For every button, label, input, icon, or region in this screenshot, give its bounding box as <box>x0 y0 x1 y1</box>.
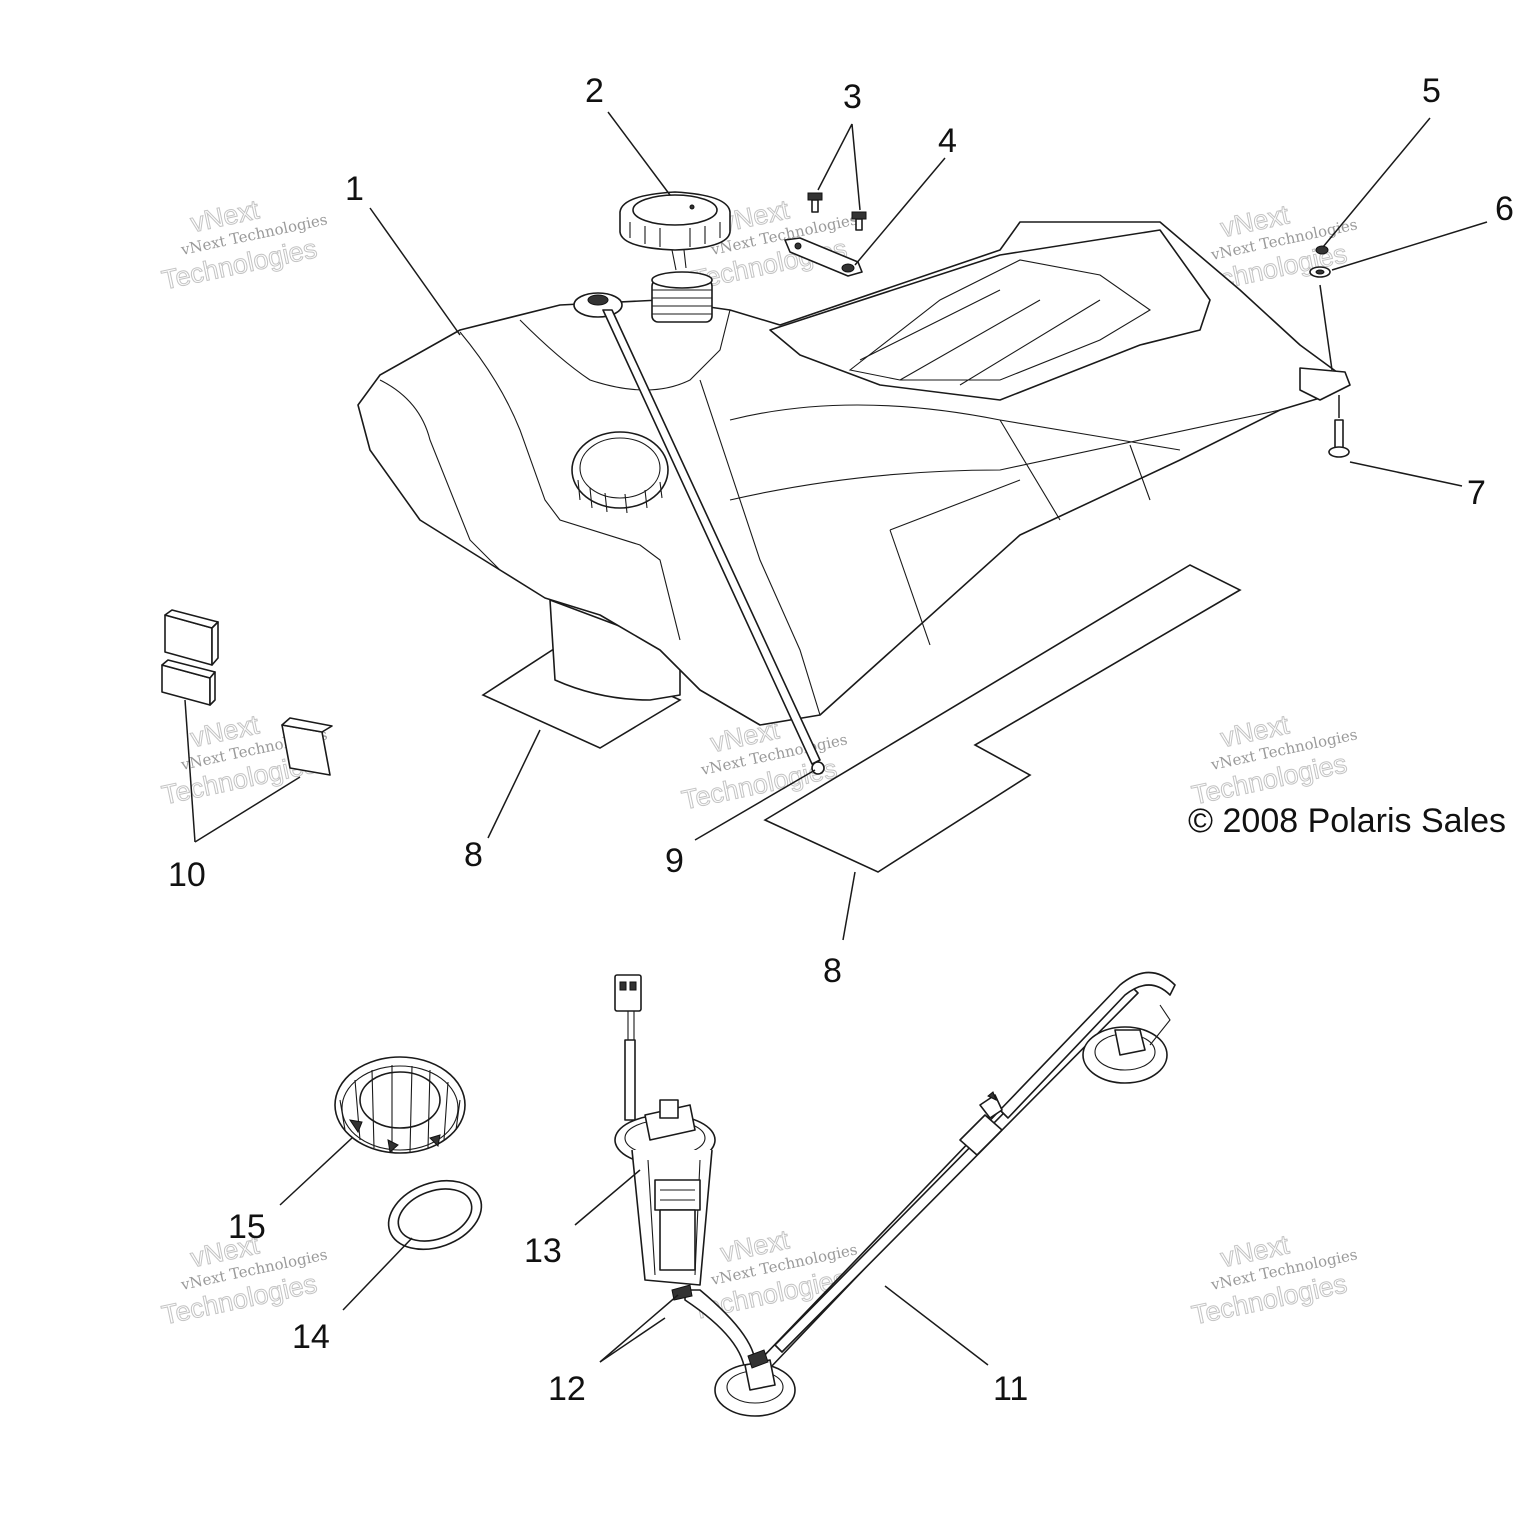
leader-6 <box>1331 221 1488 271</box>
return-flange <box>1082 1004 1171 1084</box>
tank-seat-tray <box>769 229 1211 401</box>
leader-lines <box>184 111 1488 1366</box>
vent-hose <box>602 309 821 765</box>
leader-8b <box>842 871 856 941</box>
leader-1 <box>369 207 461 336</box>
tank-contour <box>889 479 1021 646</box>
tank-pad-large <box>763 564 1242 873</box>
tank-seat-tray-inner <box>848 259 1152 381</box>
screw <box>807 192 823 213</box>
tank-contour <box>379 379 501 571</box>
tank-rear-tab <box>1299 367 1351 401</box>
leader-11 <box>884 1285 989 1366</box>
vent-hose-end <box>811 761 825 775</box>
callout-numbers: 1 2 3 4 5 6 7 8 8 9 10 11 12 13 14 15 <box>168 72 1514 1408</box>
leader-8a <box>487 729 541 839</box>
tank-seat-tray-inner <box>859 289 1101 386</box>
callout-10: 10 <box>168 856 206 894</box>
callout-15: 15 <box>228 1208 266 1246</box>
assembly-line <box>1319 284 1333 371</box>
callout-9: 9 <box>665 842 684 880</box>
leader-3b <box>851 123 861 211</box>
leader-10b <box>194 776 301 843</box>
leader-3a <box>817 123 853 191</box>
callout-7: 7 <box>1467 474 1486 512</box>
callout-6: 6 <box>1495 190 1514 228</box>
tank-contour <box>519 309 731 391</box>
leader-12b <box>599 1317 666 1363</box>
leader-9 <box>694 769 816 841</box>
tank-contour <box>459 331 681 641</box>
leader-7 <box>1349 461 1463 487</box>
fuel-lines <box>671 971 1176 1417</box>
inline-filter <box>959 1091 1003 1156</box>
screws-item3 <box>807 192 867 231</box>
tank-contour <box>699 379 821 716</box>
fuel-pump-assembly <box>614 974 716 1286</box>
foam-pads <box>161 609 333 776</box>
tank-vent-fitting <box>573 292 623 318</box>
leader-5 <box>1322 117 1431 248</box>
leader-15 <box>279 1137 353 1206</box>
leader-14 <box>342 1237 413 1311</box>
hose-clamp <box>747 1349 769 1369</box>
callout-8-right: 8 <box>823 952 842 990</box>
nut <box>1315 245 1329 255</box>
callout-3: 3 <box>843 78 862 116</box>
tank-filler-neck <box>651 271 713 323</box>
leader-4 <box>854 157 946 266</box>
callout-14: 14 <box>292 1318 330 1356</box>
leader-10a <box>184 699 196 843</box>
callout-2: 2 <box>585 72 604 110</box>
fuel-hose <box>774 984 1139 1353</box>
tank-contour <box>729 404 1181 451</box>
watermark-mid-right: vNext vNext Technologies Technologies <box>1189 709 1359 811</box>
callout-4: 4 <box>938 122 957 160</box>
watermark-bottom-right: vNext vNext Technologies Technologies <box>1189 1229 1359 1331</box>
watermark-top-left: vNext vNext Technologies Technologies <box>159 194 329 296</box>
callout-12: 12 <box>548 1370 586 1408</box>
copyright-notice: © 2008 Polaris Sales <box>1188 802 1506 840</box>
leader-2 <box>607 111 671 196</box>
fuel-hose <box>999 971 1176 1119</box>
gasket <box>387 1179 483 1251</box>
lock-ring <box>334 1056 466 1154</box>
fuel-cap <box>619 191 731 271</box>
callout-11: 11 <box>993 1370 1028 1408</box>
tank-contour <box>729 409 1281 501</box>
pump-motor <box>654 1179 701 1211</box>
pump-connector <box>614 974 642 1012</box>
bolt-item7 <box>1328 395 1350 458</box>
tank-pad-small <box>481 644 682 749</box>
callout-5: 5 <box>1422 72 1441 110</box>
cap-bracket <box>784 237 863 277</box>
pump-wire <box>624 1039 636 1121</box>
vent-line <box>602 309 825 775</box>
screw <box>851 211 867 231</box>
tank-sump <box>549 599 681 701</box>
callout-13: 13 <box>524 1232 562 1270</box>
tank-contour <box>999 419 1151 521</box>
supply-flange <box>714 1359 796 1417</box>
leader-13 <box>574 1169 641 1226</box>
callout-1: 1 <box>345 170 364 208</box>
foam-pad <box>281 724 331 776</box>
fuel-tank <box>357 221 1351 726</box>
leader-12a <box>599 1294 679 1363</box>
tank-pump-opening <box>571 431 669 514</box>
cap-dot <box>689 204 695 210</box>
washer-hole <box>1315 269 1325 275</box>
cap-top <box>632 194 718 226</box>
pads-group <box>481 564 1242 873</box>
rear-mount-hardware <box>1309 245 1333 371</box>
callout-8-left: 8 <box>464 836 483 874</box>
